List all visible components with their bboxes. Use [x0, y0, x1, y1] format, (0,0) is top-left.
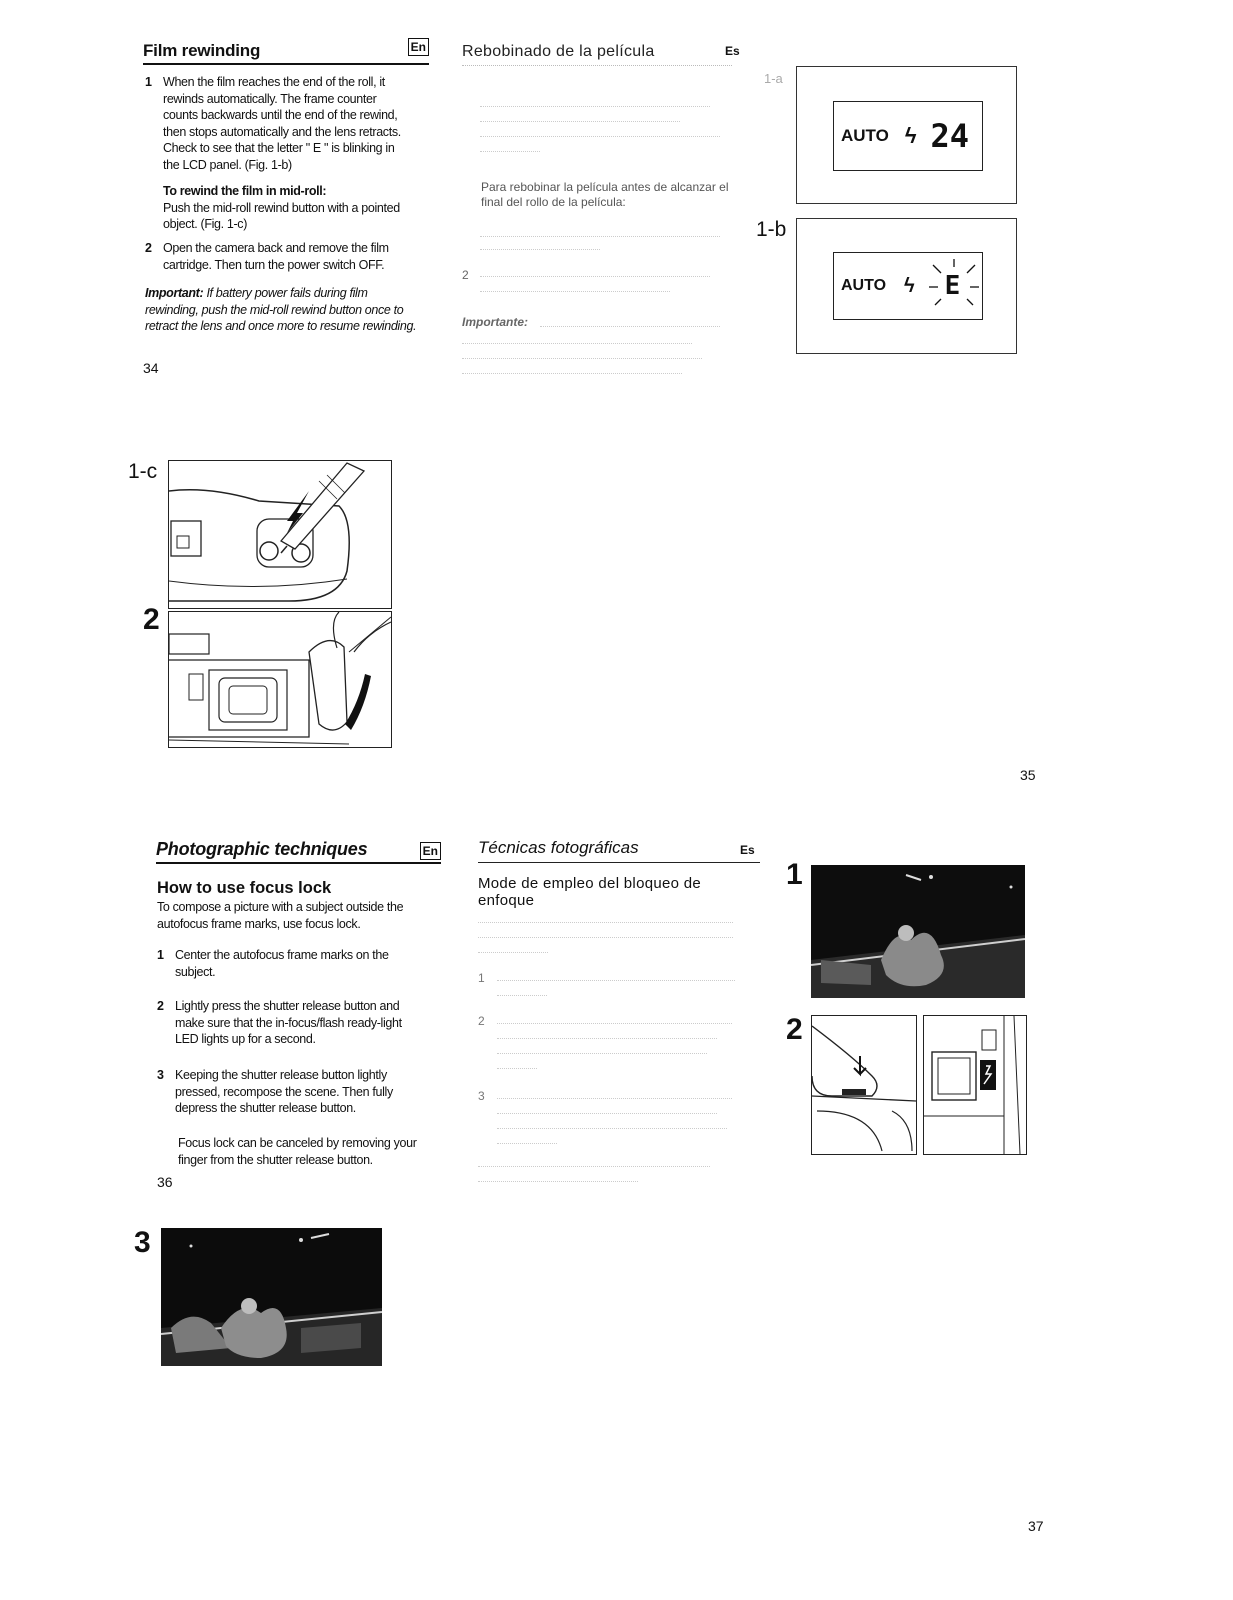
- fig-1c-illustration: [168, 460, 392, 609]
- p37-fig-1-label: 1: [786, 858, 803, 891]
- p34-header: Film rewinding En: [143, 38, 429, 65]
- p37-fig-2-viewfinder-drawing: [923, 1015, 1027, 1155]
- p37-fig-2-label: 2: [786, 1013, 803, 1046]
- finger-pressing-shutter-drawing: [812, 1025, 916, 1152]
- p37-faint-step3: [497, 1088, 737, 1148]
- fig-1b-lcd-auto: AUTO: [841, 277, 887, 294]
- camera-top-rewind-button-drawing: [169, 462, 366, 602]
- p37-title: Técnicas fotográficas: [478, 838, 639, 857]
- p37-faint-step2: [497, 1013, 737, 1073]
- p35-important-label: Importante:: [462, 315, 528, 329]
- p35-faint-text-2: [480, 226, 730, 256]
- p34-important: Important: If battery power fails during…: [145, 285, 420, 335]
- p36-subtitle: How to use focus lock: [157, 879, 332, 897]
- blink-rays-icon: [928, 259, 979, 306]
- p37-subtitle: Mode de empleo del bloqueo de enfoque: [478, 875, 702, 909]
- p37-step1-num: 1: [478, 971, 485, 985]
- p36-step1-text: Center the autofocus frame marks on the …: [175, 948, 389, 979]
- p35-faint-text-4: [462, 316, 740, 376]
- p36-lang-badge: En: [419, 842, 441, 860]
- p37-lang: Es: [740, 843, 755, 857]
- p35-lang: Es: [725, 44, 740, 58]
- p35-midroll-text: Para rebobinar la película antes de alca…: [481, 180, 729, 209]
- fig-1b-frame: AUTO ϟ E: [796, 218, 1017, 354]
- fig-2-left-label: 2: [143, 603, 160, 636]
- p34-midroll-text: Push the mid-roll rewind button with a p…: [163, 200, 400, 232]
- p35-header: Rebobinado de la película Es: [462, 43, 742, 66]
- p36-intro: To compose a picture with a subject outs…: [157, 900, 404, 931]
- p36-step3-text: Keeping the shutter release button light…: [175, 1068, 393, 1115]
- fig-1b-lcd-panel: AUTO ϟ E: [833, 252, 983, 320]
- tennis-scene-photo-recomposed-placeholder: [161, 1228, 382, 1366]
- p34-step1-text: When the film reaches the end of the rol…: [163, 75, 401, 172]
- fig-1b-flash-icon: ϟ: [904, 274, 915, 297]
- fig-1b-label: 1-b: [756, 218, 787, 241]
- tennis-scene-photo-placeholder: [811, 865, 1025, 998]
- p34-important-label: Important:: [145, 286, 204, 300]
- p34-page-number: 34: [143, 360, 159, 376]
- camera-back-open-cartridge-drawing: [169, 612, 391, 745]
- p35-step2-num: 2: [462, 268, 469, 282]
- p34-midroll-title: To rewind the film in mid-roll:: [163, 184, 327, 198]
- fig-1a-flash-icon: ϟ: [904, 123, 917, 148]
- fig-1a-lcd-panel: AUTO ϟ 24: [833, 101, 983, 171]
- p37-step3-num: 3: [478, 1089, 485, 1103]
- p34-lang-badge: En: [407, 38, 429, 56]
- p35-faint-text-1: [480, 96, 730, 166]
- fig-2-left-illustration: [168, 611, 392, 748]
- p37-faint-note: [478, 1156, 718, 1186]
- p37-page-number: 37: [1028, 1518, 1044, 1534]
- fig-1a-lcd-counter: 24: [930, 117, 970, 155]
- p37-header: Técnicas fotográficas Es: [478, 838, 760, 863]
- fig-1a-lcd-auto: AUTO: [841, 126, 889, 145]
- fig-1b-blinking-e: E: [928, 259, 979, 306]
- fig-1a-label: 1-a: [764, 71, 783, 86]
- p34-important-text: If battery power fails during film rewin…: [145, 286, 417, 333]
- p36-page-number: 36: [157, 1174, 173, 1190]
- viewfinder-led-drawing: [924, 1016, 1021, 1154]
- p34-midroll: To rewind the film in mid-roll: Push the…: [163, 183, 413, 233]
- p37-step2-num: 2: [478, 1014, 485, 1028]
- fig-3-label: 3: [134, 1226, 151, 1259]
- p35-faint-text-3: [480, 266, 730, 296]
- p34-title: Film rewinding: [143, 41, 429, 65]
- p34-step2-text: Open the camera back and remove the film…: [163, 241, 389, 272]
- p37-faint-intro: [478, 912, 738, 957]
- fig-1c-label: 1-c: [128, 460, 158, 483]
- p36-note: Focus lock can be canceled by removing y…: [178, 1136, 417, 1167]
- p35-page-number: 35: [1020, 767, 1036, 783]
- p36-title: Photographic techniques: [156, 839, 441, 864]
- p36-step2-text: Lightly press the shutter release button…: [175, 999, 402, 1046]
- p37-photo-1: [811, 865, 1025, 998]
- p36-header: Photographic techniques En: [156, 839, 441, 864]
- fig-3-photo: [161, 1228, 382, 1366]
- fig-1a-frame: AUTO ϟ 24: [796, 66, 1017, 204]
- p37-fig-2-shutter-drawing: [811, 1015, 917, 1155]
- p37-faint-step1: [497, 970, 737, 1000]
- p35-title: Rebobinado de la película: [462, 43, 655, 60]
